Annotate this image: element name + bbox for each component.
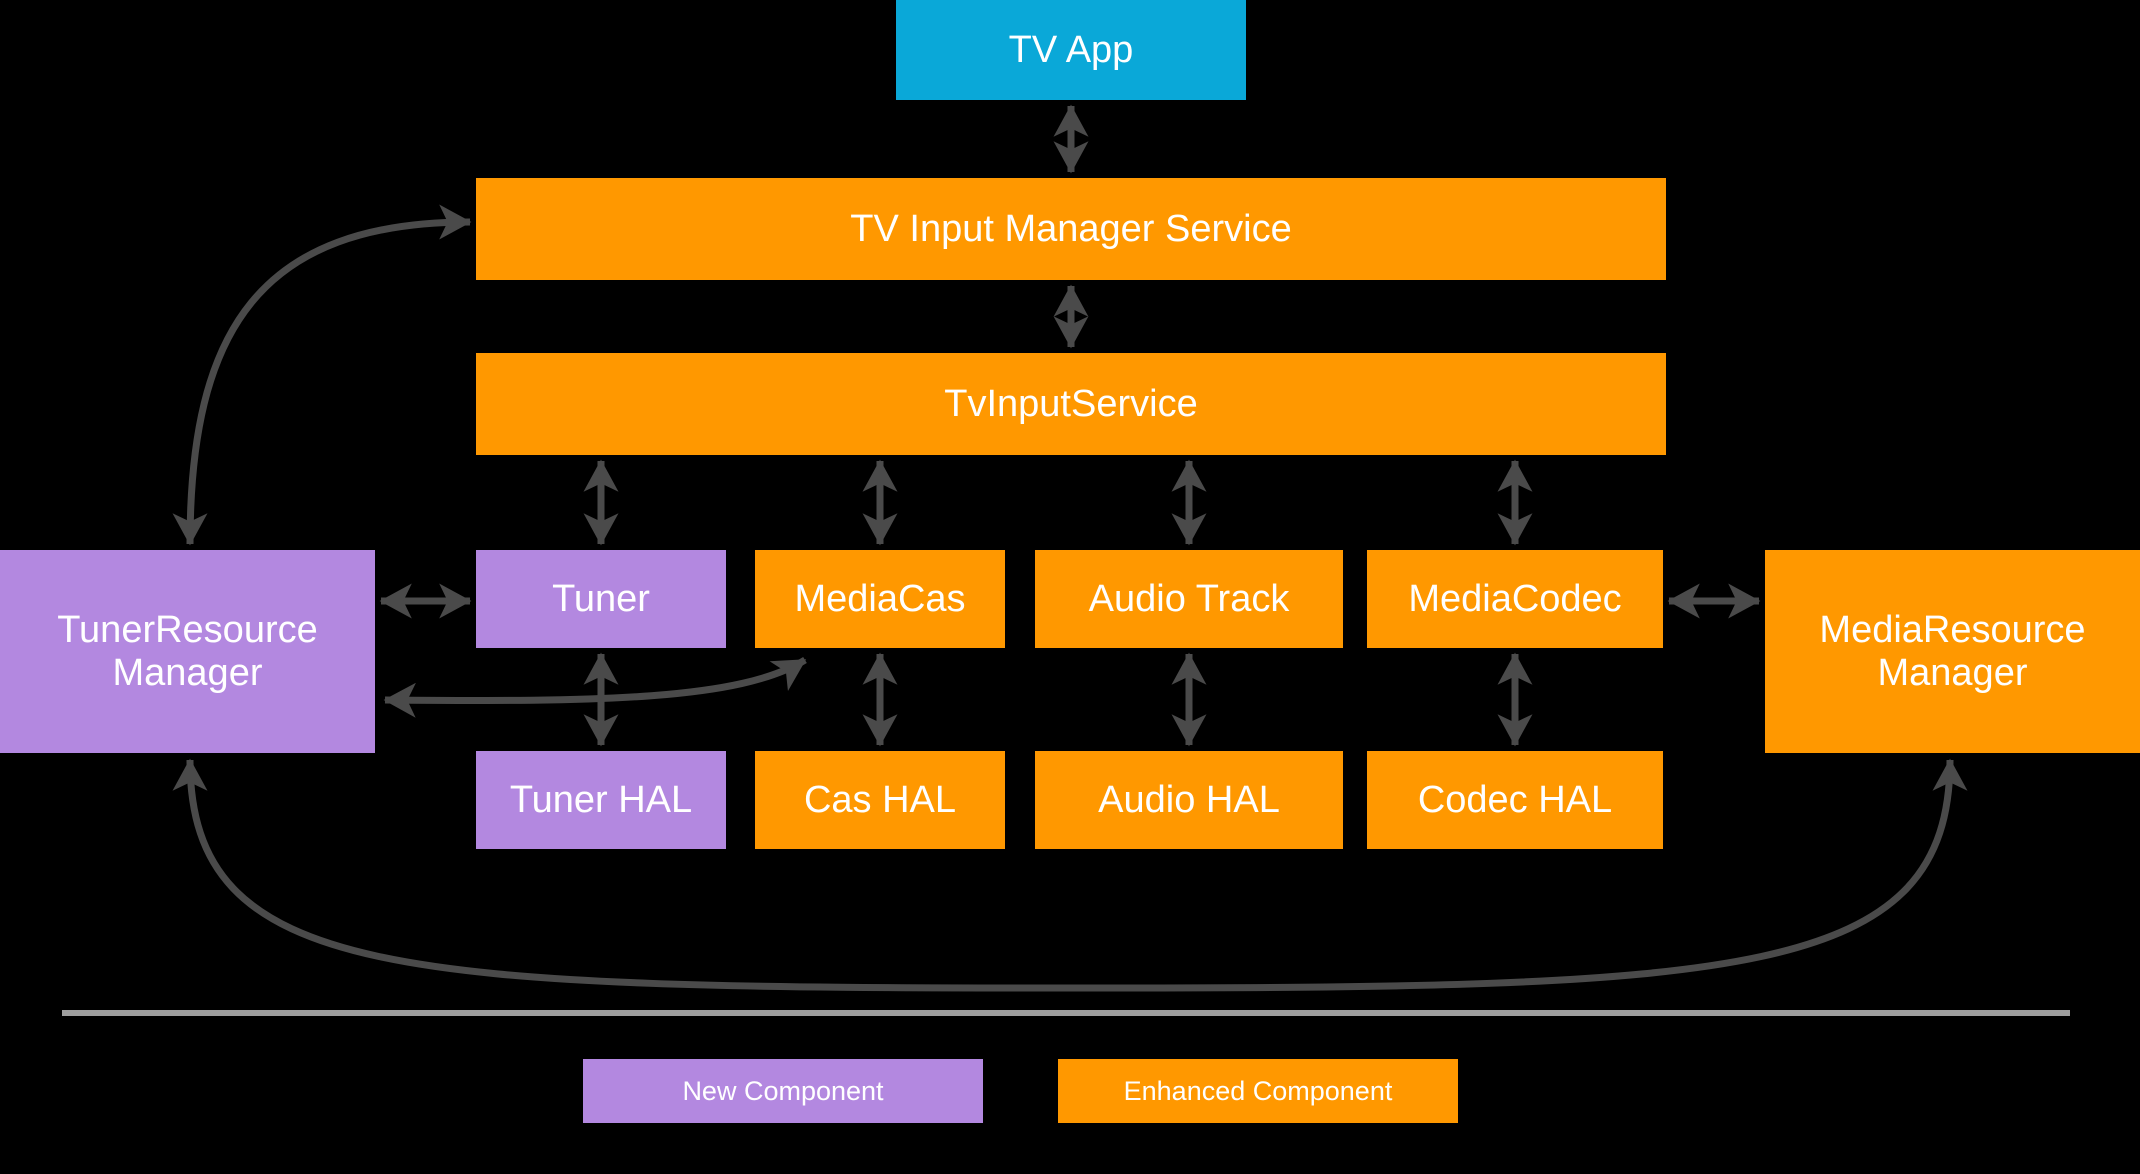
- node-media-codec-label: MediaCodec: [1408, 577, 1622, 620]
- node-tuner[interactable]: Tuner: [476, 550, 726, 648]
- node-tuner-label: Tuner: [552, 577, 650, 620]
- node-tv-input-manager-service[interactable]: TV Input Manager Service: [476, 178, 1666, 280]
- edge-tunerresourcemanager-mediaresourcemanager-curved: [172, 758, 1968, 992]
- legend-item-new-component: New Component: [583, 1059, 983, 1123]
- node-media-cas-label: MediaCas: [794, 577, 966, 620]
- node-tv-app[interactable]: TV App: [896, 0, 1246, 100]
- node-tv-input-manager-service-label: TV Input Manager Service: [850, 207, 1292, 250]
- node-audio-track-label: Audio Track: [1088, 577, 1290, 620]
- node-tv-app-label: TV App: [1008, 28, 1134, 71]
- edge-tunerresourcemanager-mediacas-curved: [383, 657, 807, 718]
- node-media-cas[interactable]: MediaCas: [755, 550, 1005, 648]
- node-tuner-resource-manager-label: TunerResource Manager: [57, 608, 318, 694]
- node-cas-hal-label: Cas HAL: [803, 778, 957, 821]
- node-tv-input-service-label: TvInputService: [944, 382, 1198, 425]
- node-tuner-resource-manager[interactable]: TunerResource Manager: [0, 550, 375, 753]
- node-media-resource-manager[interactable]: MediaResource Manager: [1765, 550, 2140, 753]
- node-tv-input-service[interactable]: TvInputService: [476, 353, 1666, 455]
- node-tuner-hal-label: Tuner HAL: [509, 778, 693, 821]
- node-media-codec[interactable]: MediaCodec: [1367, 550, 1663, 648]
- node-audio-hal-label: Audio HAL: [1098, 778, 1280, 821]
- legend-new-component-label: New Component: [682, 1075, 884, 1106]
- node-codec-hal[interactable]: Codec HAL: [1367, 751, 1663, 849]
- legend-item-enhanced-component: Enhanced Component: [1058, 1059, 1458, 1123]
- legend-enhanced-component-label: Enhanced Component: [1123, 1075, 1393, 1106]
- node-audio-track[interactable]: Audio Track: [1035, 550, 1343, 648]
- node-cas-hal[interactable]: Cas HAL: [755, 751, 1005, 849]
- node-tuner-hal[interactable]: Tuner HAL: [476, 751, 726, 849]
- edge-tunerresourcemanager-tvinputmanager-curved: [172, 204, 472, 546]
- node-audio-hal[interactable]: Audio HAL: [1035, 751, 1343, 849]
- node-codec-hal-label: Codec HAL: [1417, 778, 1613, 821]
- node-media-resource-manager-label: MediaResource Manager: [1819, 608, 2086, 694]
